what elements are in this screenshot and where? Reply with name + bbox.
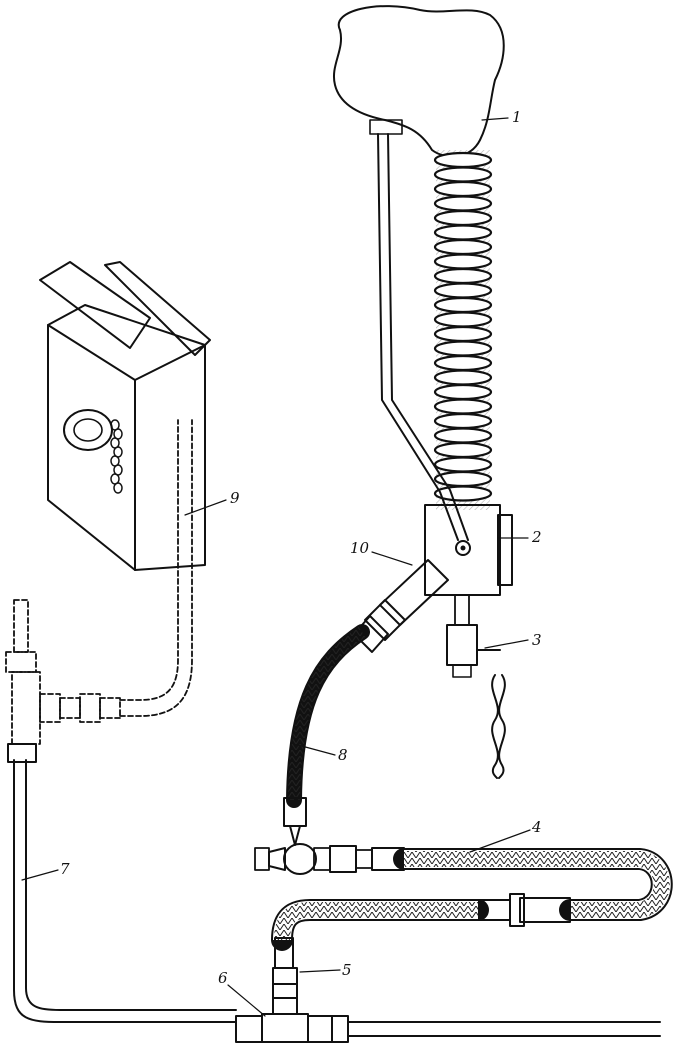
callout-5: 5	[342, 961, 352, 979]
spring-ring	[433, 412, 493, 430]
spring-ring	[433, 238, 493, 256]
angle-fitting-10	[353, 559, 449, 653]
spring-ring	[433, 354, 493, 372]
spring-ring	[433, 195, 493, 212]
spring-ring	[433, 209, 493, 227]
braided-hose-8	[283, 624, 370, 846]
control-rod	[377, 133, 469, 541]
spring-ring	[433, 180, 493, 198]
connector-3	[446, 594, 506, 779]
callout-8: 8	[338, 746, 348, 764]
spring-ring	[433, 166, 493, 183]
callout-labels: 1 2 3 4 5 6 7 8 9 10	[60, 108, 542, 987]
callout-2: 2	[531, 528, 542, 546]
spring-ring	[433, 427, 493, 444]
spring-ring	[433, 340, 493, 357]
spring-ring	[433, 151, 493, 169]
leader-lines	[21, 117, 531, 1017]
union-fittings-5	[272, 937, 298, 1015]
spring-ring	[433, 224, 493, 241]
callout-6: 6	[218, 969, 228, 987]
chain-link	[113, 482, 123, 494]
head-part-1	[332, 5, 505, 158]
spring-ring	[433, 253, 493, 270]
spring-ring	[433, 398, 493, 415]
housing-block-2	[424, 504, 513, 596]
callout-7: 7	[60, 860, 70, 878]
spring-ring	[433, 282, 493, 299]
callout-9: 9	[230, 489, 240, 507]
spring-ring	[433, 369, 493, 386]
spring-ring	[433, 325, 493, 343]
spring-ring	[433, 383, 493, 401]
spring-ring	[433, 296, 493, 314]
spring-ring	[433, 267, 493, 285]
spring-ring	[433, 456, 493, 473]
storage-box-9	[39, 261, 211, 571]
callout-1: 1	[512, 108, 522, 126]
spring-ring	[433, 311, 493, 328]
spring-coil	[433, 150, 493, 510]
callout-10: 10	[350, 539, 370, 557]
main-tube-7	[5, 419, 661, 1037]
callout-4: 4	[531, 818, 542, 836]
valve-and-hose-4	[254, 843, 673, 951]
callout-3: 3	[532, 631, 542, 649]
spring-ring	[433, 441, 493, 459]
tee-fitting-6	[235, 1013, 349, 1043]
